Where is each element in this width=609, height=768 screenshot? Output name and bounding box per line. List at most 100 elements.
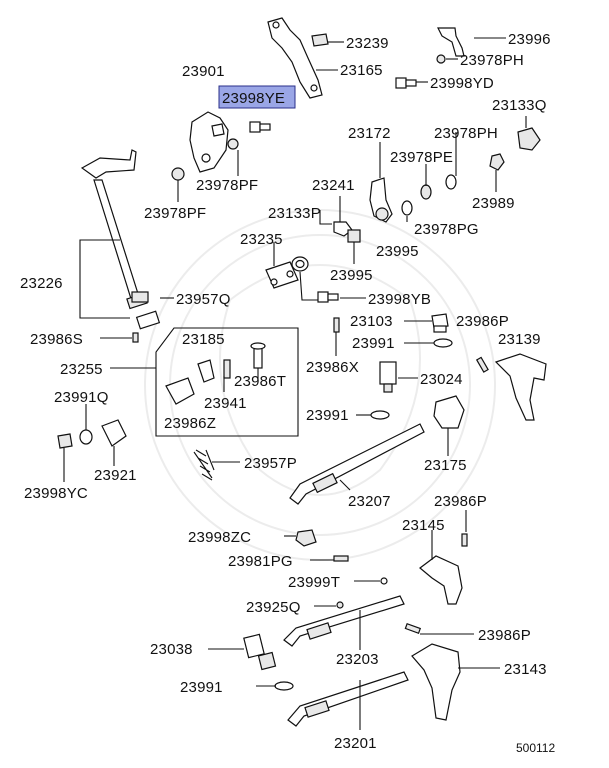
label-23921[interactable]: 23921	[94, 467, 137, 484]
label-23241[interactable]: 23241	[312, 177, 355, 194]
label-23995-b[interactable]: 23995	[330, 267, 373, 284]
part-23978PF-washer-1[interactable]	[227, 138, 239, 150]
part-23133Q-bushing[interactable]	[517, 127, 541, 151]
part-23235-bracket[interactable]	[265, 261, 299, 289]
part-23996-bracket[interactable]	[437, 27, 465, 57]
label-23986P-2[interactable]: 23986P	[434, 493, 487, 510]
label-23991-3[interactable]: 23991	[180, 679, 223, 696]
label-23995-a[interactable]: 23995	[376, 243, 419, 260]
part-23239-clip[interactable]	[311, 33, 329, 47]
label-23986P-3[interactable]: 23986P	[478, 627, 531, 644]
part-23978PE-washer[interactable]	[420, 184, 432, 200]
part-23991-ring-2[interactable]	[370, 410, 390, 420]
label-23978PH-mid[interactable]: 23978PH	[434, 125, 498, 142]
part-23989-nut[interactable]	[489, 153, 505, 171]
part-23986Z-block[interactable]	[165, 377, 195, 405]
part-23986P-pin-1[interactable]	[475, 356, 489, 373]
part-23207-rail[interactable]	[289, 423, 425, 505]
label-23175[interactable]: 23175	[424, 457, 467, 474]
part-23957P-spring[interactable]	[193, 449, 215, 481]
label-23235[interactable]: 23235	[240, 231, 283, 248]
part-23103-plug[interactable]	[431, 313, 449, 333]
part-23986P-pin-3[interactable]	[404, 622, 422, 634]
label-23165[interactable]: 23165	[340, 62, 383, 79]
label-23203[interactable]: 23203	[336, 651, 379, 668]
part-23978PG-washer[interactable]	[401, 200, 413, 216]
label-23991-1[interactable]: 23991	[352, 335, 395, 352]
label-23986P-1[interactable]: 23986P	[456, 313, 509, 330]
label-23978PF-1[interactable]: 23978PF	[196, 177, 258, 194]
part-23201-rail[interactable]	[287, 671, 409, 727]
part-23998YE-bolt[interactable]	[249, 121, 271, 133]
label-23998YE[interactable]: 23998YE	[222, 90, 285, 107]
label-23986S[interactable]: 23986S	[30, 331, 83, 348]
part-23998YC-nut[interactable]	[57, 433, 73, 449]
label-23999T[interactable]: 23999T	[288, 574, 340, 591]
label-23998ZC[interactable]: 23998ZC	[188, 529, 251, 546]
part-23145-fork[interactable]	[419, 555, 463, 605]
part-23143-fork[interactable]	[411, 643, 461, 721]
label-23996[interactable]: 23996	[508, 31, 551, 48]
label-23145[interactable]: 23145	[402, 517, 445, 534]
label-23133P[interactable]: 23133P	[268, 205, 321, 222]
label-23143[interactable]: 23143	[504, 661, 547, 678]
part-23957Q-collar[interactable]	[131, 291, 149, 303]
part-23995b-seal[interactable]	[291, 256, 309, 272]
label-23226[interactable]: 23226	[20, 275, 63, 292]
label-23024[interactable]: 23024	[420, 371, 463, 388]
part-23998ZC-nut[interactable]	[295, 529, 317, 547]
label-23207[interactable]: 23207	[348, 493, 391, 510]
label-23255[interactable]: 23255	[60, 361, 103, 378]
part-23203-rail[interactable]	[283, 595, 405, 647]
label-23172[interactable]: 23172	[348, 125, 391, 142]
part-23185-pin[interactable]	[197, 359, 215, 383]
label-23978PG[interactable]: 23978PG	[414, 221, 479, 238]
part-23991Q-washer[interactable]	[79, 429, 93, 445]
part-23981PG-pin[interactable]	[333, 555, 349, 562]
label-23941[interactable]: 23941	[204, 395, 247, 412]
label-23957P[interactable]: 23957P	[244, 455, 297, 472]
part-23925Q-ball[interactable]	[336, 601, 344, 609]
label-23986X[interactable]: 23986X	[306, 359, 359, 376]
part-23999T-ball[interactable]	[380, 577, 388, 585]
part-23986T-pin[interactable]	[250, 342, 266, 369]
part-23986P-pin-2[interactable]	[461, 533, 468, 547]
label-23133Q[interactable]: 23133Q	[492, 97, 547, 114]
label-23925Q[interactable]: 23925Q	[246, 599, 301, 616]
label-23239[interactable]: 23239	[346, 35, 389, 52]
part-23165-bracket[interactable]	[267, 17, 323, 99]
part-23978PF-washer-2[interactable]	[171, 167, 185, 181]
part-23978PH-washer-mid[interactable]	[445, 174, 457, 190]
part-23921-clip[interactable]	[101, 419, 127, 447]
label-23978PH-top[interactable]: 23978PH	[460, 52, 524, 69]
part-23998YD-bolt[interactable]	[395, 77, 417, 89]
label-23991Q[interactable]: 23991Q	[54, 389, 109, 406]
label-23201[interactable]: 23201	[334, 735, 377, 752]
part-23901-lever[interactable]	[189, 111, 229, 173]
label-23989[interactable]: 23989	[472, 195, 515, 212]
part-23991-ring-1[interactable]	[433, 338, 453, 348]
label-23986T[interactable]: 23986T	[234, 373, 286, 390]
part-23175-block[interactable]	[433, 395, 465, 429]
part-23991-ring-3[interactable]	[274, 681, 294, 691]
part-23038-switch[interactable]	[243, 633, 277, 671]
label-23998YB[interactable]: 23998YB	[368, 291, 431, 308]
label-23978PF-2[interactable]: 23978PF	[144, 205, 206, 222]
part-23024-switch[interactable]	[379, 361, 397, 393]
label-23991-2[interactable]: 23991	[306, 407, 349, 424]
label-23998YD[interactable]: 23998YD	[430, 75, 494, 92]
part-23986S-pin[interactable]	[132, 332, 139, 343]
label-23978PE[interactable]: 23978PE	[390, 149, 453, 166]
label-23957Q[interactable]: 23957Q	[176, 291, 231, 308]
label-23038[interactable]: 23038	[150, 641, 193, 658]
part-23995-bushing[interactable]	[347, 229, 361, 243]
part-23139-fork[interactable]	[494, 353, 547, 421]
part-23941-spring-pin[interactable]	[223, 359, 231, 379]
part-23978PH-washer-top[interactable]	[436, 54, 446, 64]
label-23986Z[interactable]: 23986Z	[164, 415, 216, 432]
label-23103[interactable]: 23103	[350, 313, 393, 330]
part-23172-lever[interactable]	[369, 177, 393, 223]
label-23998YC[interactable]: 23998YC	[24, 485, 88, 502]
label-23981PG[interactable]: 23981PG	[228, 553, 293, 570]
label-23139[interactable]: 23139	[498, 331, 541, 348]
